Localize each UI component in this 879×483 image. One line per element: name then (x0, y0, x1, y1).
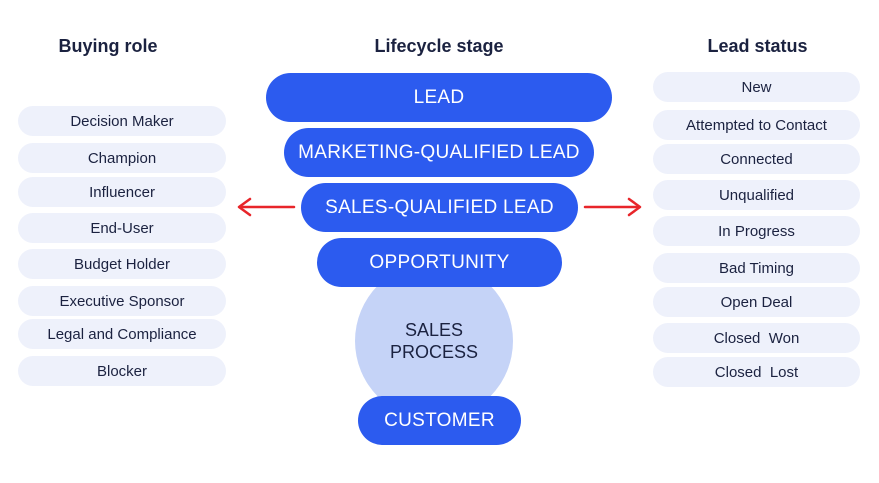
stage-opportunity: OPPORTUNITY (317, 238, 562, 287)
buying-role-item-champion: Champion (18, 143, 226, 173)
buying-role-item-end-user: End-User (18, 213, 226, 243)
lead-status-item-unqualified: Unqualified (653, 180, 860, 210)
lead-status-item-bad-timing: Bad Timing (653, 253, 860, 283)
buying-role-item-budget-holder: Budget Holder (18, 249, 226, 279)
lead-status-item-in-progress: In Progress (653, 216, 860, 246)
lead-status-heading: Lead status (707, 36, 808, 56)
lifecycle-stage-heading: Lifecycle stage (374, 36, 504, 56)
lead-status-item-open-deal: Open Deal (653, 287, 860, 317)
sales-process-circle: SALES PROCESS (355, 262, 513, 420)
buying-role-heading: Buying role (58, 36, 158, 56)
stage-marketing-qualified-lead: MARKETING-QUALIFIED LEAD (284, 128, 594, 177)
lead-status-item-closed-lost: Closed Lost (653, 357, 860, 387)
buying-role-item-legal-and-compliance: Legal and Compliance (18, 319, 226, 349)
lead-status-item-connected: Connected (653, 144, 860, 174)
right-arrow-icon (583, 197, 642, 217)
buying-role-item-decision-maker: Decision Maker (18, 106, 226, 136)
buying-role-item-executive-sponsor: Executive Sponsor (18, 286, 226, 316)
lead-status-item-new: New (653, 72, 860, 102)
stage-sales-qualified-lead: SALES-QUALIFIED LEAD (301, 183, 578, 232)
sales-process-label: SALES PROCESS (389, 320, 479, 362)
stage-customer: CUSTOMER (358, 396, 521, 445)
stage-lead: LEAD (266, 73, 612, 122)
buying-role-item-influencer: Influencer (18, 177, 226, 207)
lead-status-item-closed-won: Closed Won (653, 323, 860, 353)
left-arrow-icon (237, 197, 296, 217)
lead-status-item-attempted-to-contact: Attempted to Contact (653, 110, 860, 140)
buying-role-item-blocker: Blocker (18, 356, 226, 386)
